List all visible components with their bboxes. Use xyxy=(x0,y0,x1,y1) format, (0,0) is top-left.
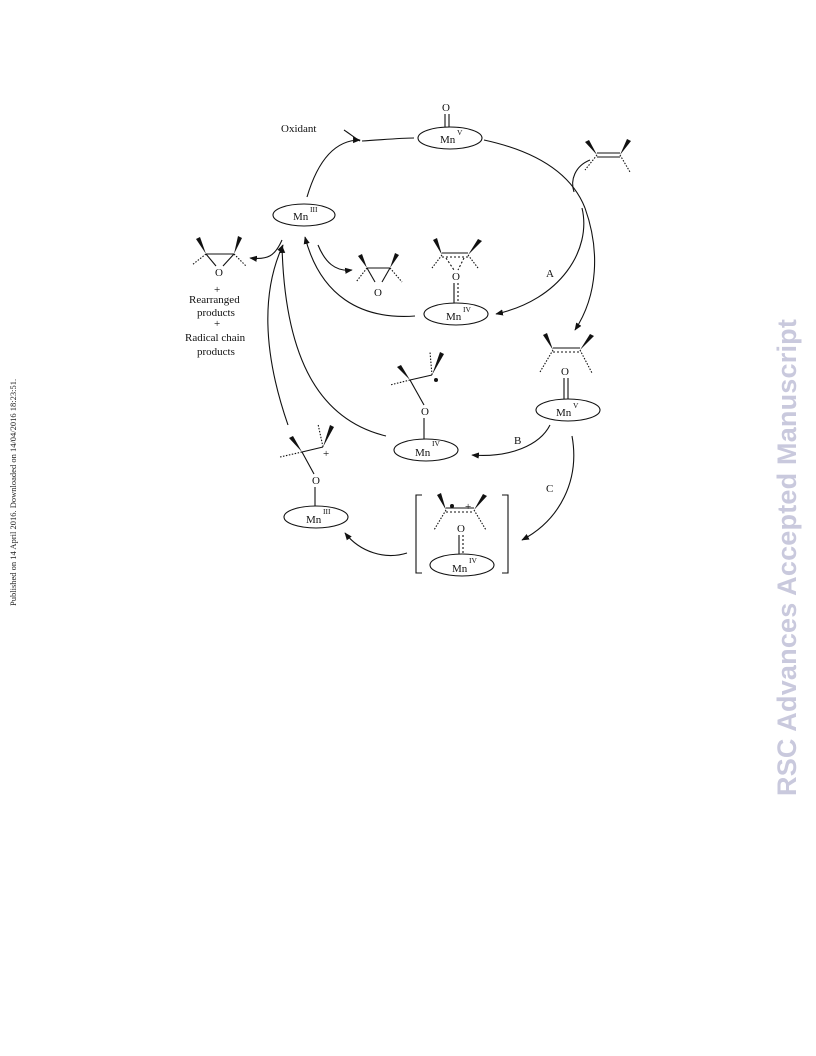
svg-text:IV: IV xyxy=(463,305,471,314)
svg-text:+: + xyxy=(214,284,220,296)
svg-text:O: O xyxy=(561,366,569,378)
arrow-oxidant-in xyxy=(343,129,361,142)
path-c-label: C xyxy=(546,483,553,495)
svg-text:Radical chain: Radical chain xyxy=(185,332,246,344)
arrow-path-c xyxy=(521,435,575,541)
mn5-oxo-top: O Mn V xyxy=(417,102,483,150)
oxidation-state: V xyxy=(457,128,463,137)
arrow-b-back xyxy=(279,245,387,437)
svg-text:III: III xyxy=(310,205,318,214)
svg-text:V: V xyxy=(573,401,579,410)
oxygen-label: O xyxy=(442,102,450,114)
svg-text:O: O xyxy=(457,523,465,535)
svg-text:O: O xyxy=(312,475,320,487)
svg-text:IV: IV xyxy=(469,556,477,565)
svg-text:+: + xyxy=(465,501,471,513)
mn-label: Mn xyxy=(440,134,456,146)
arrow-alkene-in xyxy=(572,159,591,193)
svg-text:Rearranged: Rearranged xyxy=(189,294,240,306)
alkene-reactant xyxy=(584,139,631,173)
svg-text:Mn: Mn xyxy=(446,311,462,323)
concerted-transition-state: O Mn IV xyxy=(423,238,489,326)
svg-text:III: III xyxy=(323,507,331,516)
svg-text:Mn: Mn xyxy=(415,447,431,459)
epoxide-product-middle: O xyxy=(355,253,403,299)
svg-text:products: products xyxy=(197,346,235,358)
arrow-to-epoxide-a xyxy=(317,244,353,274)
cation-intermediate: + O Mn III xyxy=(279,423,349,529)
oxidant-label: Oxidant xyxy=(281,123,316,135)
svg-text:products: products xyxy=(197,307,235,319)
arrow-mn3-to-mn5 xyxy=(306,136,361,198)
arrow-path-b xyxy=(471,424,551,459)
svg-text:Mn: Mn xyxy=(306,514,322,526)
radical-cation-intermediate: + O Mn IV xyxy=(415,493,509,577)
path-b-label: B xyxy=(514,435,521,447)
arrow-to-epoxide-left xyxy=(249,239,283,262)
arrow-mn5-top xyxy=(361,137,415,142)
products-list: + Rearranged products + Radical chain pr… xyxy=(185,284,246,358)
arrow-right-down xyxy=(574,207,596,331)
svg-text:Mn: Mn xyxy=(293,211,309,223)
svg-text:O: O xyxy=(452,271,460,283)
arrow-a-back xyxy=(303,236,416,317)
radical-intermediate: O Mn IV xyxy=(389,351,459,462)
arrow-c-to-mn3 xyxy=(344,532,408,557)
svg-text:O: O xyxy=(215,267,223,279)
epoxide-product-left: O xyxy=(191,236,247,279)
arrow-mn5-to-right xyxy=(483,139,586,209)
path-a-label: A xyxy=(546,268,554,280)
svg-text:IV: IV xyxy=(432,439,440,448)
svg-text:Mn: Mn xyxy=(452,563,468,575)
svg-text:+: + xyxy=(214,318,220,330)
svg-text:O: O xyxy=(374,287,382,299)
mn3-catalyst: Mn III xyxy=(272,203,336,227)
svg-text:O: O xyxy=(421,406,429,418)
svg-text:+: + xyxy=(323,448,329,460)
arrow-mn3-back xyxy=(267,244,289,426)
svg-text:Mn: Mn xyxy=(556,407,572,419)
arrow-path-a xyxy=(495,207,585,316)
mn5-alkene-complex: O Mn V xyxy=(535,333,601,422)
